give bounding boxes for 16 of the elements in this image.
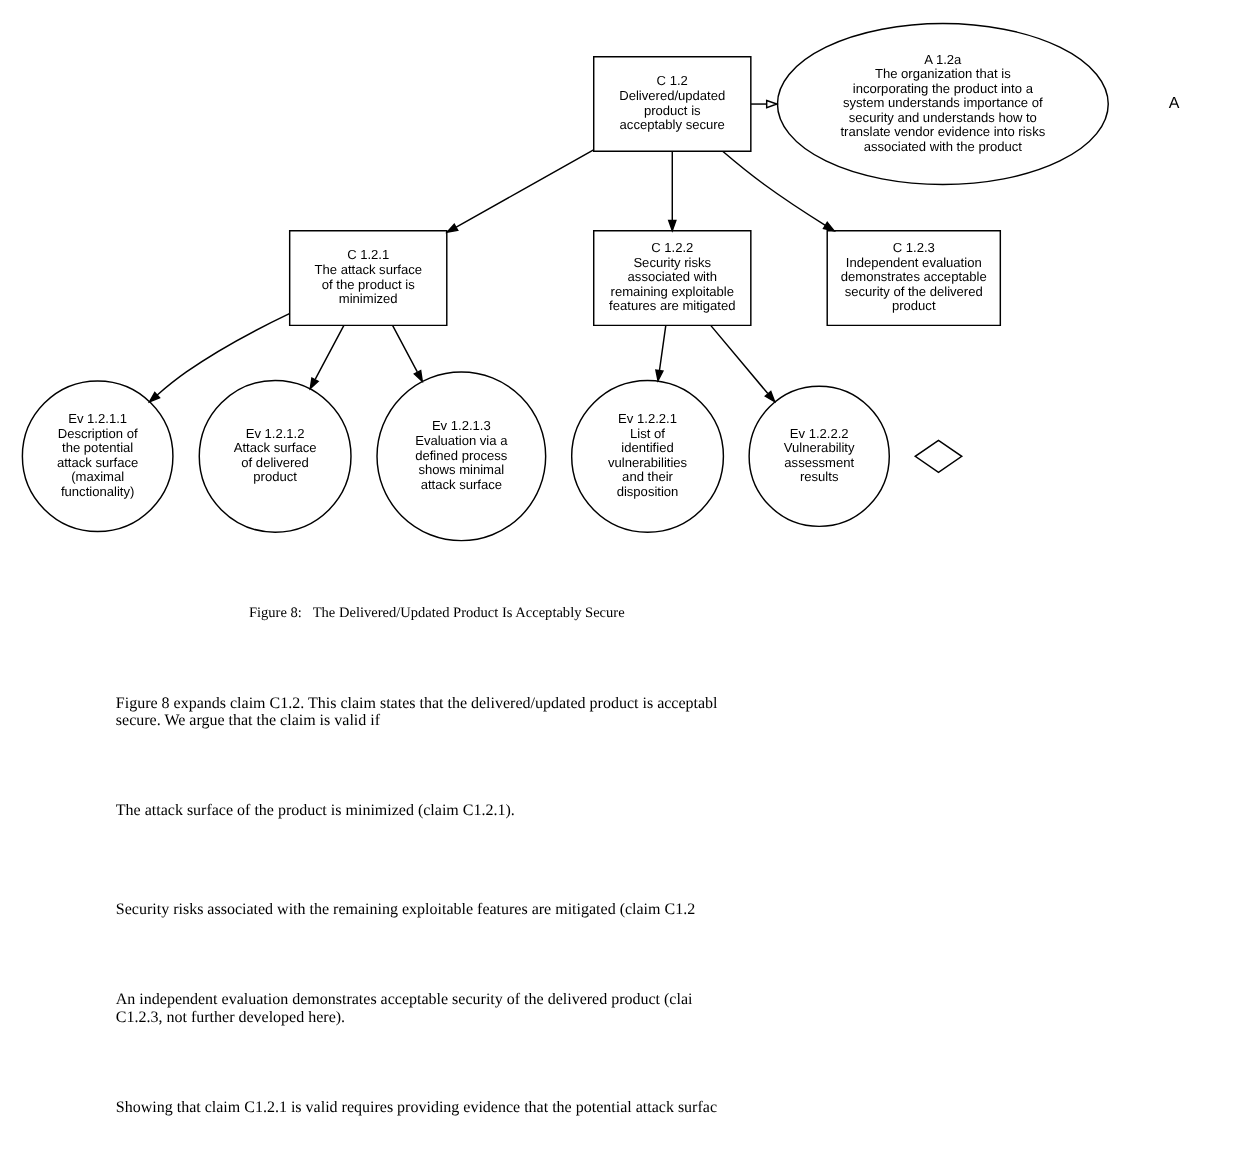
label: Showing that claim C1.2.1 is valid requires providing evidence that the potential attack surfac [115, 1098, 718, 1117]
arrow [710, 324, 777, 404]
label: Figure 8 expands claim C1.2. This claim states that the delivered/updated product is acceptabl secure. We argue that the claim is valid if [115, 693, 718, 730]
arrow [445, 149, 595, 234]
label: The attack surface of the product is minimized (claim C1.2.1). [115, 801, 515, 820]
arrow [750, 99, 780, 109]
arrow [147, 312, 291, 404]
label: A [1168, 94, 1180, 113]
arrow [667, 150, 677, 233]
label: Security risks associated with the remaining exploitable features are mitigated (claim C1.2 [115, 900, 696, 919]
label: An independent evaluation demonstrates acceptable security of the delivered product (clai C1.2.3, not further developed here). [115, 990, 693, 1026]
arrow [722, 150, 836, 232]
arrow [309, 324, 345, 391]
arrow [655, 324, 667, 383]
arrow [391, 324, 424, 384]
node-diamond [913, 439, 964, 474]
